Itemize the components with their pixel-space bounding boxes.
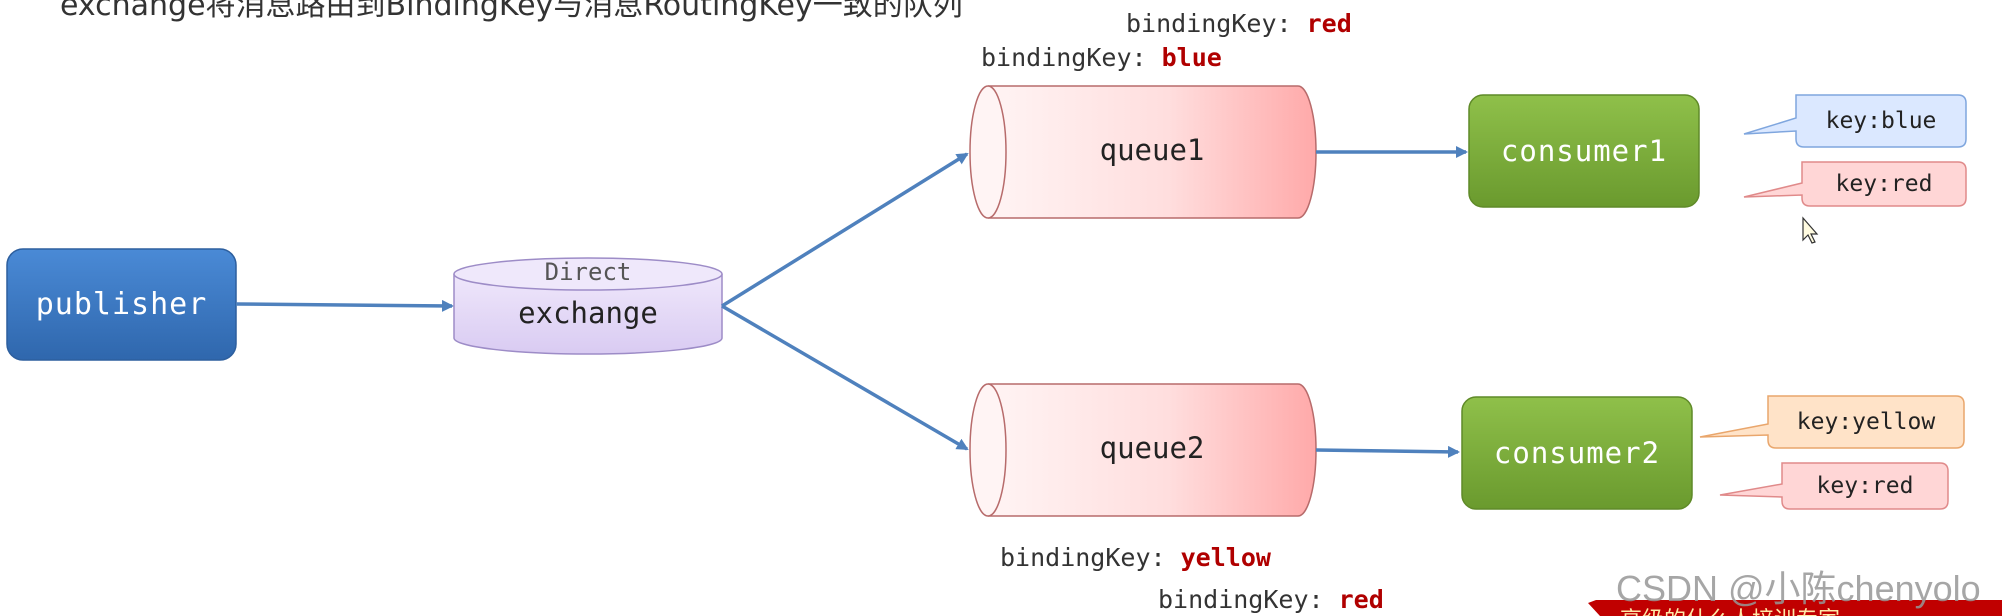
arrow-exchange-queue1 — [721, 152, 969, 308]
consumer2-label: consumer2 — [1493, 436, 1661, 470]
message-text-2: key:red — [1835, 171, 1933, 197]
queue2-binding-key-red: bindingKey: red — [1158, 585, 1384, 614]
message-text-3: key:yellow — [1796, 409, 1936, 435]
queue2-binding-key-yellow: bindingKey: yellow — [1000, 543, 1271, 572]
arrow-publisher-exchange — [235, 299, 454, 312]
exchange-cylinder — [453, 257, 723, 355]
queue2-label: queue2 — [1099, 431, 1205, 465]
arrow-exchange-queue2 — [721, 304, 969, 451]
cursor-icon — [1802, 216, 1819, 244]
consumer1-label: consumer1 — [1500, 134, 1668, 168]
queue1-binding-key-red: bindingKey: red — [1126, 9, 1352, 38]
banner-text: 高级的什么人培训专家 — [1620, 602, 1840, 616]
banner-strip — [1588, 600, 2002, 616]
csdn-watermark: CSDN @小陈chenyolo — [1616, 568, 1981, 609]
message-bubble-4 — [1719, 462, 1949, 510]
queue2-cylinder — [969, 383, 1317, 517]
message-bubble-2 — [1743, 161, 1967, 207]
message-text-1: key:blue — [1825, 108, 1937, 134]
message-bubble-3 — [1699, 395, 1965, 449]
header-text: exchange将消息路由到BindingKey与消息RoutingKey一致的… — [60, 0, 963, 23]
exchange-type-label: Direct — [544, 258, 632, 286]
queue1-label: queue1 — [1099, 133, 1205, 167]
consumer2-box — [1461, 396, 1693, 510]
publisher-label: publisher — [35, 287, 208, 322]
exchange-label: exchange — [518, 296, 658, 330]
queue1-cylinder — [969, 85, 1317, 219]
arrow-queue2-consumer2 — [1315, 445, 1460, 458]
queue1-binding-key-blue: bindingKey: blue — [981, 43, 1222, 72]
message-text-4: key:red — [1816, 473, 1914, 499]
consumer1-box — [1468, 94, 1700, 208]
message-bubble-1 — [1743, 94, 1967, 148]
